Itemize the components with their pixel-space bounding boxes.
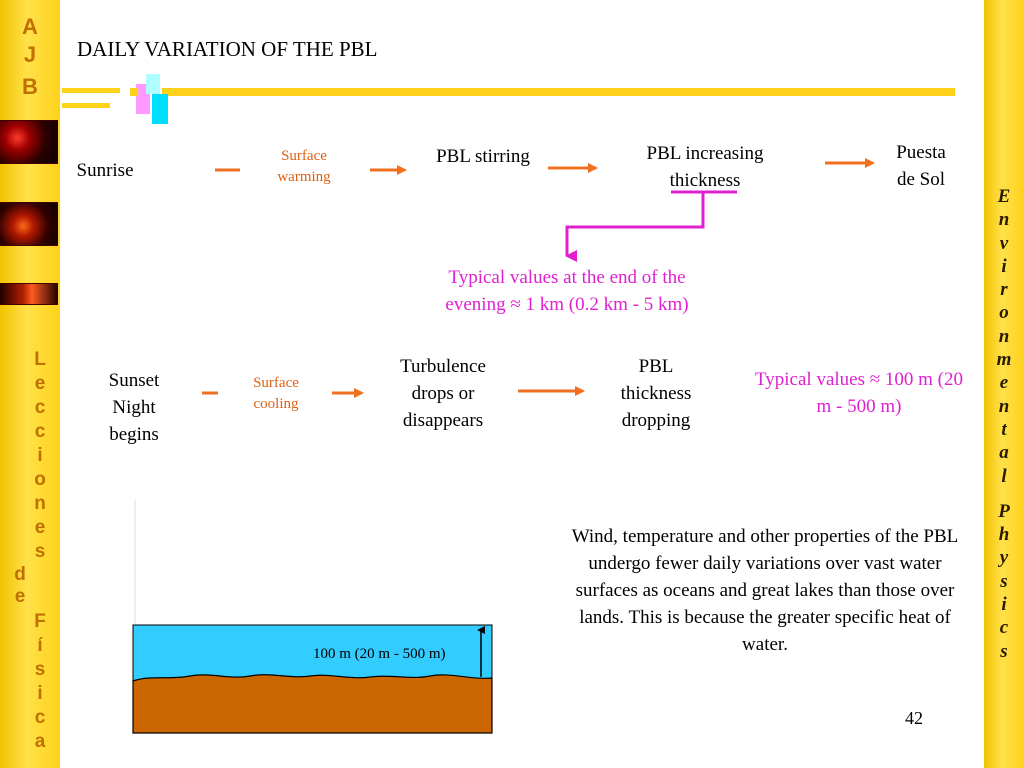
- pbl-increasing-label: PBL increasing thickness: [646, 143, 764, 191]
- thumbnail-image-3: [0, 283, 58, 305]
- pbl-stirring-label: PBL stirring: [436, 146, 530, 167]
- typical-values-day: Typical values at the end of the evening…: [445, 267, 689, 315]
- decor-square-lightcyan: [146, 74, 160, 94]
- land-area: [132, 674, 493, 734]
- surface-warming-label: Surface warming: [277, 148, 331, 185]
- header-rule-left-top: [62, 88, 120, 93]
- initial-b: B: [22, 74, 38, 99]
- header-rule-thick: [162, 88, 955, 96]
- explanation-paragraph: Wind, temperature and other properties o…: [571, 526, 959, 655]
- decor-square-cyan: [152, 94, 168, 124]
- series-title-de: d e: [14, 564, 26, 607]
- pbl-height-label: 100 m (20 m - 500 m): [313, 646, 446, 662]
- initial-a: A: [22, 14, 38, 39]
- initial-j: J: [23, 42, 37, 67]
- sunset-label: Sunset Night begins: [108, 370, 160, 445]
- decor-square-yellow: [130, 88, 138, 96]
- page-title: DAILY VARIATION OF THE PBL: [77, 37, 378, 61]
- sunrise-label: Sunrise: [76, 160, 134, 181]
- series-title-vertical: L e c c i o n e s: [34, 349, 46, 562]
- page-number: 42: [905, 708, 923, 728]
- turbulence-label: Turbulence drops or disappears: [400, 356, 486, 431]
- environmental-physics-vertical: E n v i r o n m e n t a l P h y s i c s: [996, 186, 1012, 662]
- magenta-arrow: [565, 193, 705, 262]
- thumbnail-image-1: [0, 120, 58, 164]
- surface-cooling-label: Surface cooling: [253, 375, 299, 412]
- thumbnail-image-2: [0, 202, 58, 246]
- puesta-de-sol-label: Puesta de Sol: [896, 142, 946, 190]
- typical-values-night: Typical values ≈ 100 m (20 m - 500 m): [754, 369, 964, 417]
- header-rule-left-bottom: [62, 103, 110, 108]
- pbl-dropping-label: PBL thickness dropping: [620, 356, 692, 431]
- right-sidebar: [984, 0, 1024, 768]
- series-title-fisica: F í s i c a: [34, 611, 46, 752]
